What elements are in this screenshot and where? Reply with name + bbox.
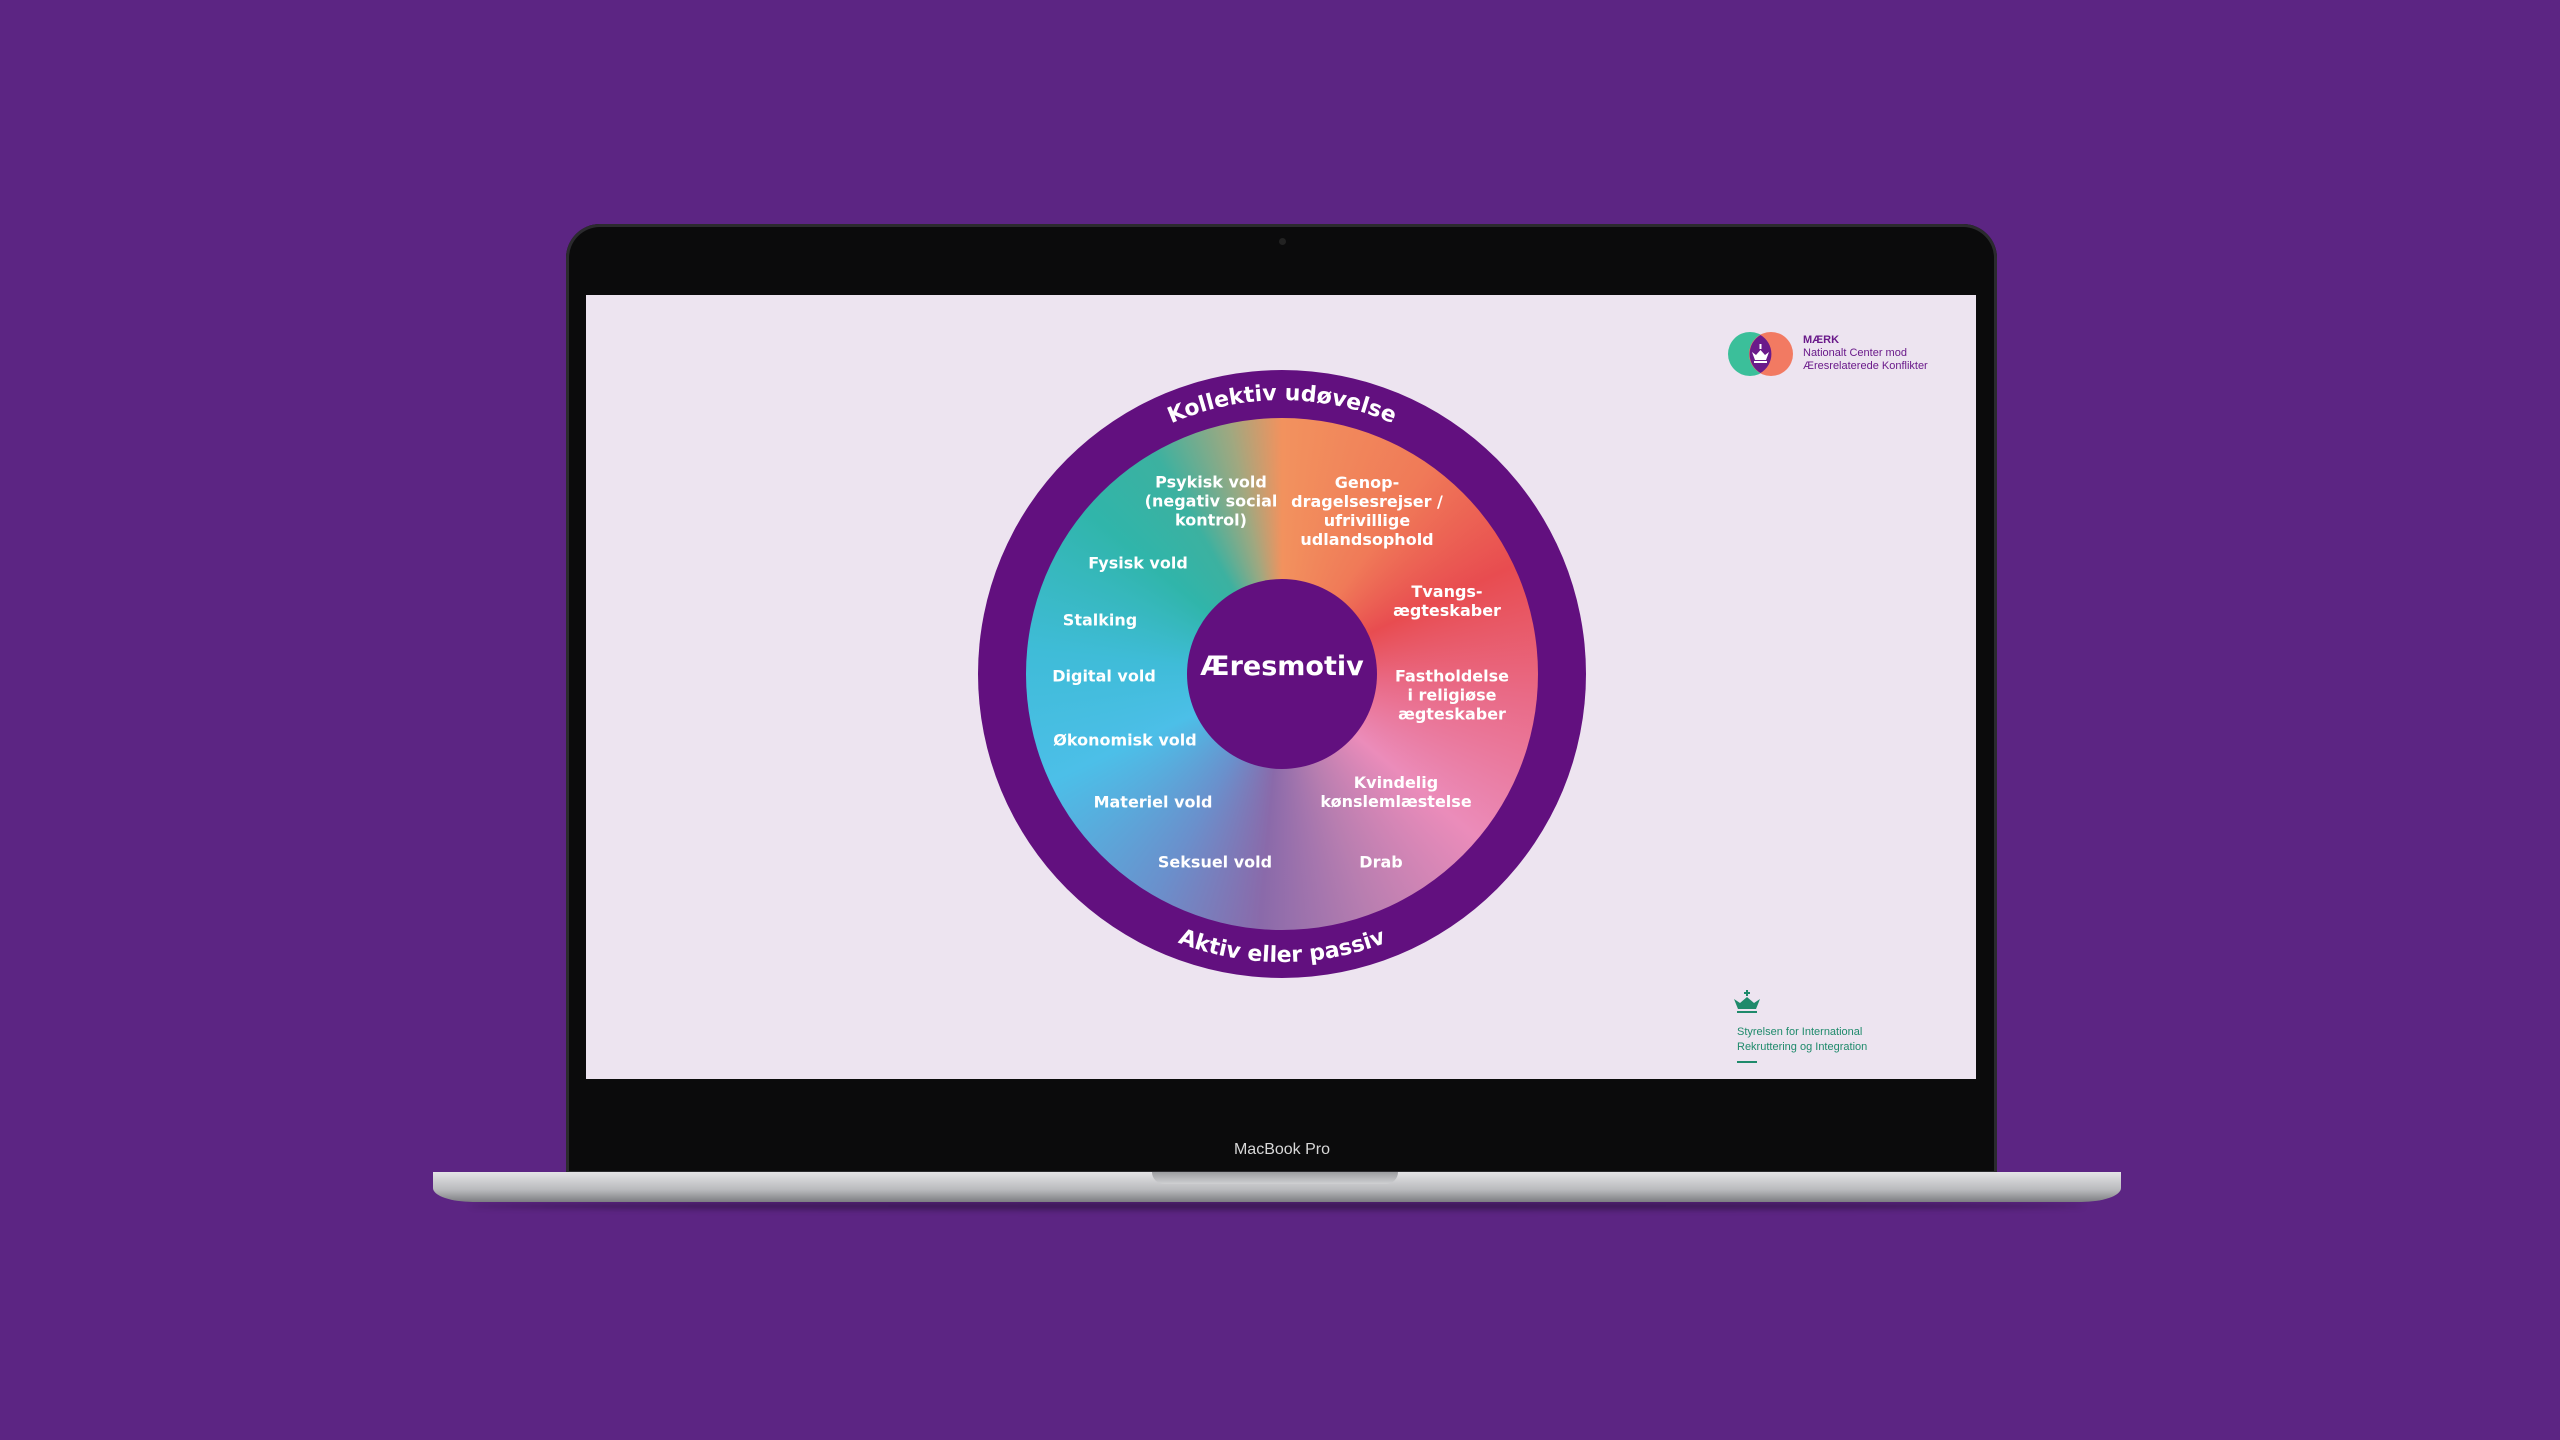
segment-label: Kvindelig kønslemlæstelse [1320, 773, 1472, 811]
maerk-line2: Æresrelaterede Konflikter [1803, 360, 1928, 372]
laptop-notch [1152, 1172, 1398, 1184]
segment-label: Økonomisk vold [1053, 730, 1197, 750]
laptop-shadow [470, 1202, 2084, 1210]
maerk-line1: Nationalt Center mod [1803, 347, 1907, 359]
segment-label: Materiel vold [1093, 792, 1213, 812]
maerk-logo [1728, 332, 1793, 376]
segment-label: Tvangs- ægteskaber [1393, 582, 1501, 620]
siri-line1: Styrelsen for International [1737, 1026, 1863, 1038]
outer-top-label: Kollektiv udøvelse [1164, 381, 1400, 429]
segment-label: Drab [1359, 852, 1403, 872]
sirilogo-text: Styrelsen for International Rekruttering… [1737, 1025, 1867, 1055]
wheel-arc-labels: Kollektiv udøvelse Aktiv eller passiv [1164, 381, 1400, 968]
model-label: MacBook Pro [1233, 1141, 1331, 1158]
crown-icon [1734, 990, 1760, 1013]
wheel-center: Æresmotiv [1187, 579, 1377, 769]
maerk-logo-text: MÆRK Nationalt Center mod Æresrelaterede… [1803, 334, 1928, 373]
segment-label: Seksuel vold [1157, 852, 1273, 872]
siri-line2: Rekruttering og Integration [1737, 1041, 1868, 1053]
crown-icon [1752, 344, 1769, 363]
segment-label: Fastholdelse i religiøse ægteskaber [1395, 666, 1509, 724]
segment-label: Psykisk vold (negativ social kontrol) [1144, 472, 1278, 530]
segment-label: Genop- dragelsesrejser / ufrivillige udl… [1291, 473, 1443, 549]
segment-label: Stalking [1062, 610, 1138, 630]
maerk-name: MÆRK [1803, 334, 1840, 346]
center-label: Æresmotiv [1200, 650, 1364, 682]
camera [1279, 238, 1286, 245]
segment-label: Digital vold [1052, 666, 1156, 686]
logo-underline [1737, 1061, 1757, 1063]
segment-label: Fysisk vold [1088, 553, 1188, 573]
outer-bottom-label: Aktiv eller passiv [1175, 924, 1389, 968]
